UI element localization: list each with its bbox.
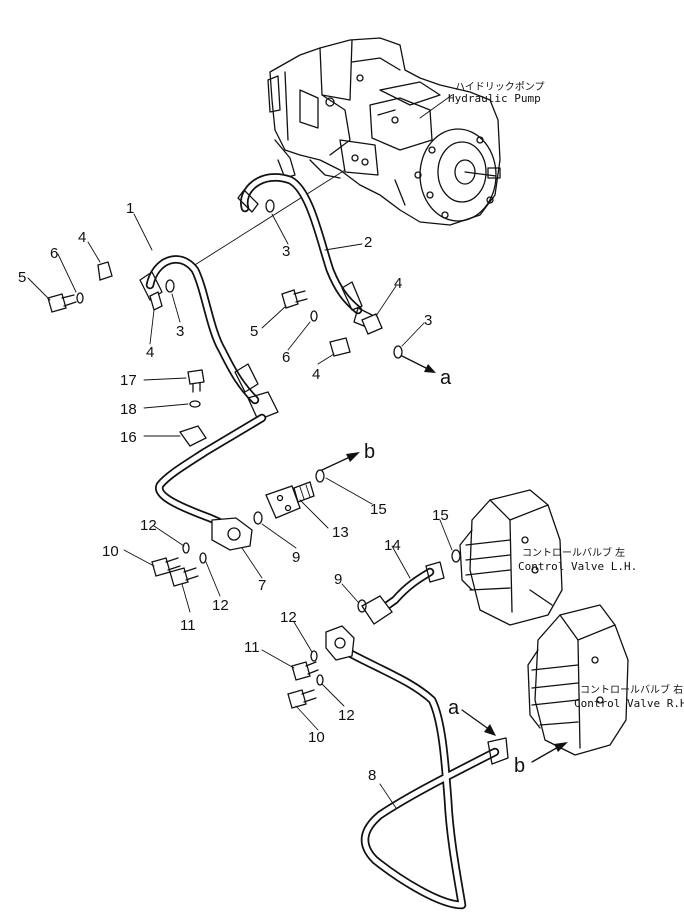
o-ring-9a [253,511,263,525]
flange-7 [211,517,253,551]
part-number-9: 9 [292,549,300,566]
part-number-12: 12 [140,517,157,534]
part-number-15: 15 [370,501,387,518]
pipe-8-line [335,643,509,910]
washer-12d [316,674,324,686]
bolt-5a [47,293,77,313]
part-number-2: 2 [364,234,372,251]
o-ring-9b [357,599,367,613]
part-number-4: 4 [394,275,402,292]
ref-a-in: a [448,697,460,719]
control-valve-rh-label: Control Valve R.H. [574,697,684,710]
part-number-12: 12 [212,597,229,614]
arrow-a-in [461,709,496,736]
hydraulic-pump-drawing [267,37,501,226]
part-number-16: 16 [120,429,137,446]
part-number-11: 11 [244,639,260,656]
part-number-1: 1 [126,200,134,217]
pipe-7-line [155,413,267,531]
part-number-6: 6 [50,245,58,262]
hydraulic-pump-label: Hydraulic Pump [448,92,541,105]
arrow-b-out [321,452,360,471]
part-number-4: 4 [78,229,86,246]
ref-b-in: b [514,755,525,777]
part-number-3: 3 [176,323,184,340]
part-number-14: 14 [384,537,401,554]
clamp-4d [329,337,351,357]
part-number-10: 10 [102,543,119,560]
control-valve-rh [527,604,629,756]
clamp-4b [149,291,163,311]
washer-12a [182,542,190,554]
bolt-5b [281,289,308,309]
part-number-12: 12 [280,609,297,626]
part-numbers: 1 2 3 3 3 4 4 4 4 5 5 6 6 7 8 9 9 10 10 … [18,200,449,784]
ref-b-out: b [364,441,375,463]
hydraulic-pump-label-jp: ハイドリックポンプ [455,81,545,93]
part-number-10: 10 [308,729,325,746]
arrow-b-in [531,742,568,763]
washer-18 [189,400,201,408]
part-number-7: 7 [258,577,266,594]
hose-1 [139,255,279,421]
control-valve-lh-label: Control Valve L.H. [518,560,637,573]
pipe-14-line [361,561,445,625]
control-valve-lh-label-jp: コントロールバルブ 左 [522,546,625,559]
part-number-13: 13 [332,524,349,541]
part-number-8: 8 [368,767,376,784]
o-ring-3c [393,345,403,359]
washer-6b [310,310,318,322]
part-number-17: 17 [120,372,137,389]
washer-6a [76,292,84,304]
part-number-4: 4 [146,344,154,361]
part-number-15: 15 [432,507,449,524]
bolt-11a [169,567,199,587]
part-number-18: 18 [120,401,137,418]
o-ring-3a [165,279,175,293]
bolt-11b [291,661,319,681]
leader-lines [27,213,453,809]
part-number-9: 9 [334,571,342,588]
part-number-5: 5 [250,323,258,340]
control-valve-rh-label-jp: コントロールバルブ 右 [580,683,683,696]
clamp-4c [361,313,383,335]
washer-12b [199,552,207,564]
part-number-6: 6 [282,349,290,366]
hose-2 [237,173,379,331]
bolt-10b [287,689,317,709]
flange-8 [325,625,355,661]
bolt-17 [187,369,205,393]
o-ring-15a [315,469,325,483]
control-valve-lh [459,489,563,626]
part-number-11: 11 [180,617,196,634]
part-number-4: 4 [312,366,320,383]
part-number-5: 5 [18,269,26,286]
washer-12c [310,650,318,662]
arrow-a-out [401,355,436,373]
part-number-3: 3 [424,312,432,329]
part-number-3: 3 [282,243,290,260]
clamp-16 [178,425,207,447]
o-ring-15b [451,549,461,563]
bolt-10a [151,557,181,577]
part-number-12: 12 [338,707,355,724]
ref-a-out: a [440,367,452,389]
adapter-13 [265,481,315,519]
o-ring-3b [265,199,275,213]
clamp-4a [97,261,113,281]
